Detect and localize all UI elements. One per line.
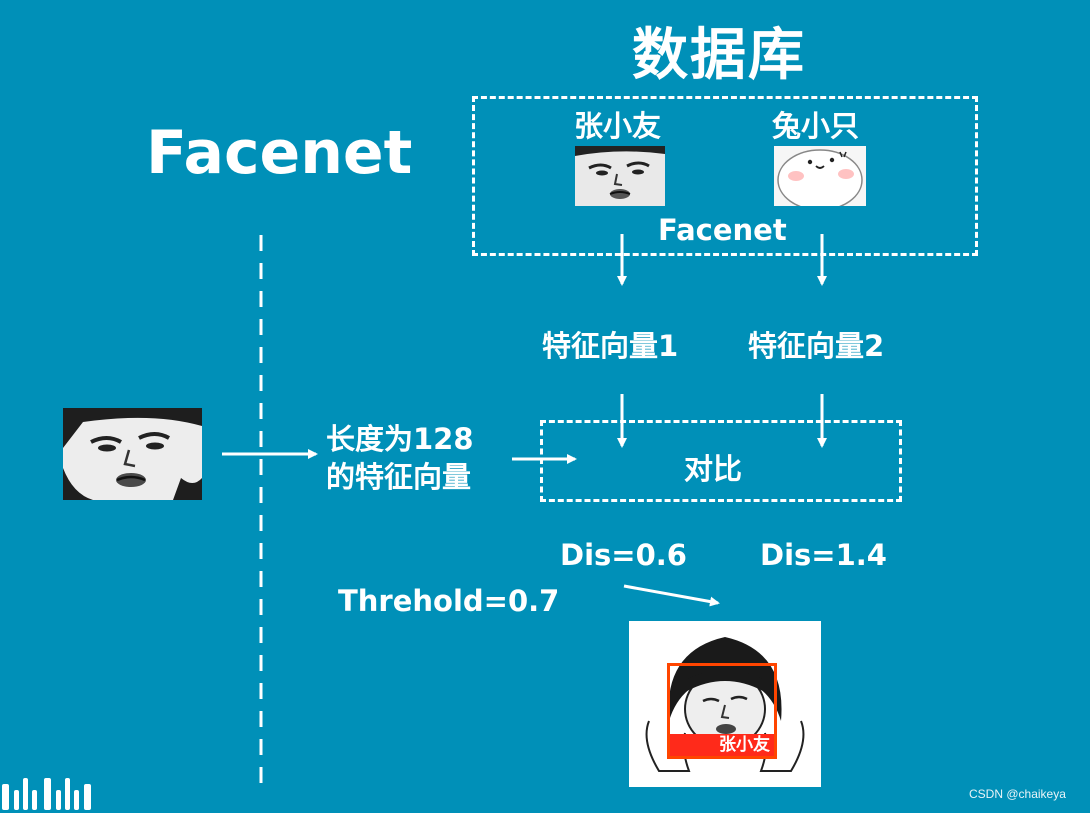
- distance-2: Dis=1.4: [760, 538, 887, 572]
- vector-description: 长度为128 的特征向量: [326, 420, 474, 496]
- csdn-watermark: CSDN @chaikeya: [969, 787, 1066, 801]
- database-box: [472, 96, 978, 256]
- arrow-distance-to-result: [623, 584, 720, 607]
- feature-vector-2: 特征向量2: [748, 329, 885, 363]
- result-image: 张小友: [629, 621, 821, 787]
- threshold-label: Threhold=0.7: [338, 584, 560, 618]
- vector-description-line-1: 长度为128: [326, 422, 474, 456]
- compare-label: 对比: [684, 452, 743, 486]
- meme-face-icon: [575, 146, 665, 206]
- database-model-label: Facenet: [658, 213, 787, 247]
- compare-box: [540, 420, 902, 502]
- detection-box: 张小友: [667, 663, 777, 759]
- database-title: 数据库: [632, 23, 806, 88]
- query-face-image: [63, 408, 202, 500]
- database-name-1: 张小友: [574, 109, 662, 143]
- distance-1: Dis=0.6: [560, 538, 687, 572]
- vector-description-line-2: 的特征向量: [326, 460, 472, 494]
- detection-label: 张小友: [670, 734, 774, 756]
- bilibili-logo: [2, 778, 91, 810]
- feature-vector-1: 特征向量1: [542, 329, 679, 363]
- database-name-2: 兔小只: [772, 109, 860, 143]
- facenet-title: Facenet: [146, 118, 413, 188]
- cute-bun-face-icon: [774, 146, 866, 206]
